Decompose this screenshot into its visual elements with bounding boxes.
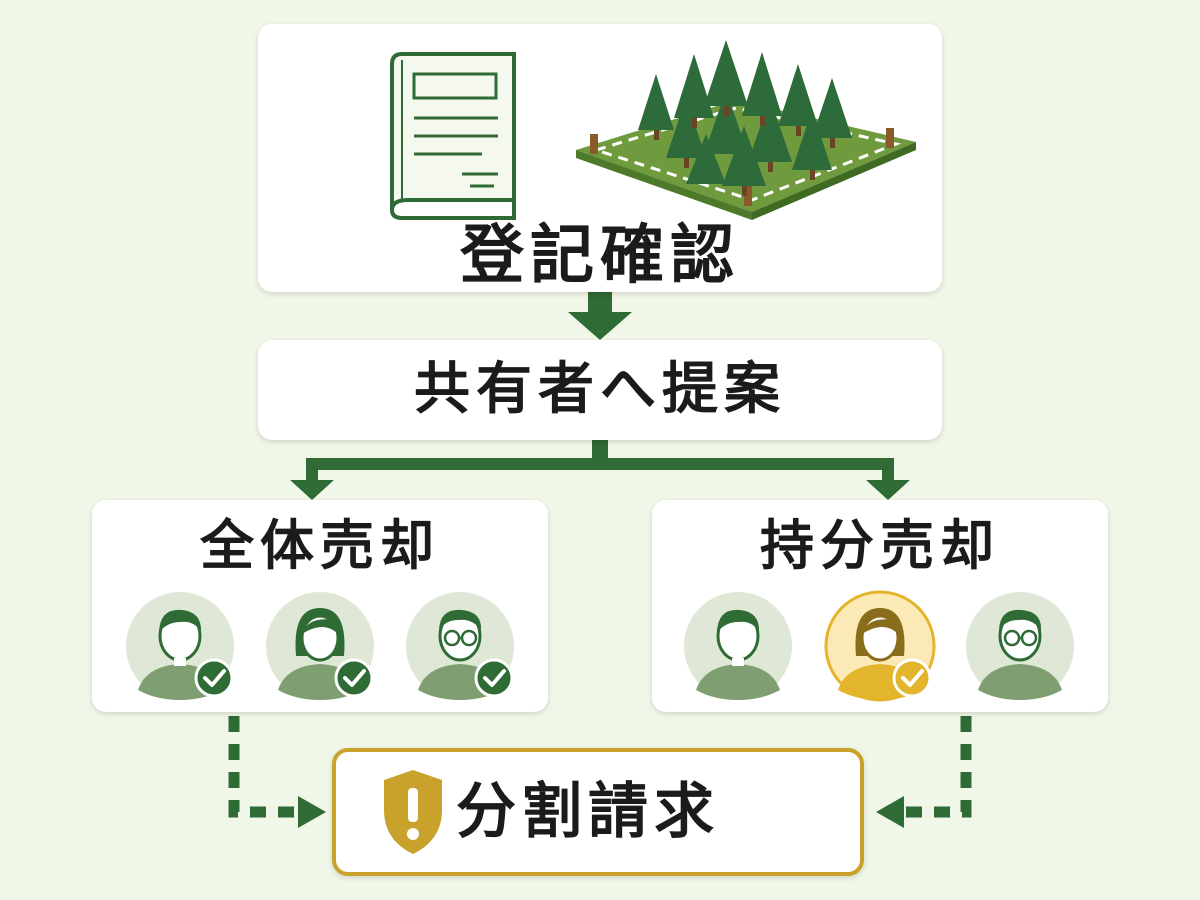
share-sale-label: 持分売却 [760, 514, 1000, 577]
man-avatar-icon [684, 592, 792, 700]
arrow-to-share-sale [866, 480, 910, 500]
man-glasses-avatar-icon [406, 592, 514, 700]
registry-book-icon [390, 52, 516, 220]
full-sale-label: 全体売却 [200, 514, 440, 577]
share-sale-card: 持分売却 [652, 500, 1108, 712]
dashed-arrow-full-to-partition [228, 716, 326, 828]
registry-check-card: 登記確認 [258, 24, 942, 292]
check-icon [334, 658, 374, 698]
partition-request-label: 分割請求 [456, 777, 720, 847]
arrow-registry-to-propose [568, 292, 632, 340]
full-sale-card: 全体売却 [92, 500, 548, 712]
propose-to-co-owners-card: 共有者へ提案 [258, 340, 942, 440]
man-glasses-avatar-icon [966, 592, 1074, 700]
registry-check-label: 登記確認 [460, 219, 740, 293]
branch-connector [290, 440, 910, 500]
propose-to-co-owners-label: 共有者へ提案 [414, 357, 786, 422]
warning-shield-icon [384, 770, 442, 854]
forest-plot-icon [576, 40, 916, 220]
partition-request-card: 分割請求 [332, 748, 864, 876]
check-icon [194, 658, 234, 698]
check-icon [474, 658, 514, 698]
check-icon [892, 658, 932, 698]
arrow-to-full-sale [290, 480, 334, 500]
dashed-arrow-share-to-partition [876, 716, 972, 828]
